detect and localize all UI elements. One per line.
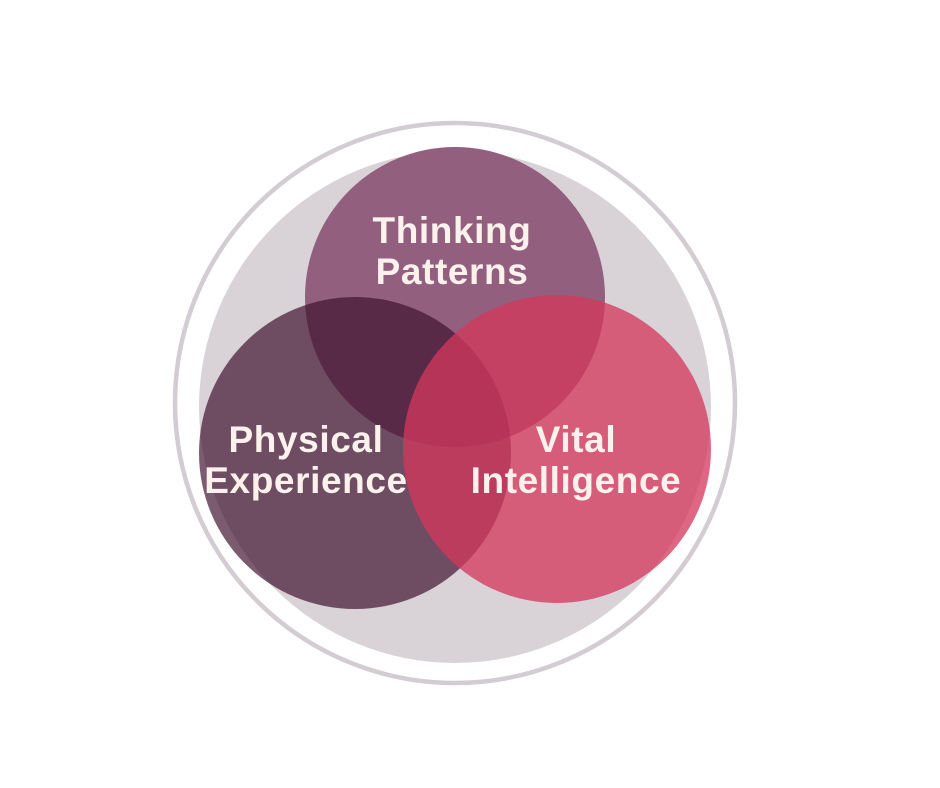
label-physical-experience-line2: Experience [204, 460, 407, 501]
label-vital-intelligence-line1: Vital [536, 419, 616, 460]
label-vital-intelligence-line2: Intelligence [471, 460, 682, 501]
circle-vital-intelligence [403, 295, 711, 603]
label-thinking-patterns-line2: Patterns [376, 251, 529, 292]
label-thinking-patterns-line1: Thinking [373, 210, 532, 251]
outer-ring [172, 120, 738, 686]
label-physical-experience-line1: Physical [229, 419, 384, 460]
